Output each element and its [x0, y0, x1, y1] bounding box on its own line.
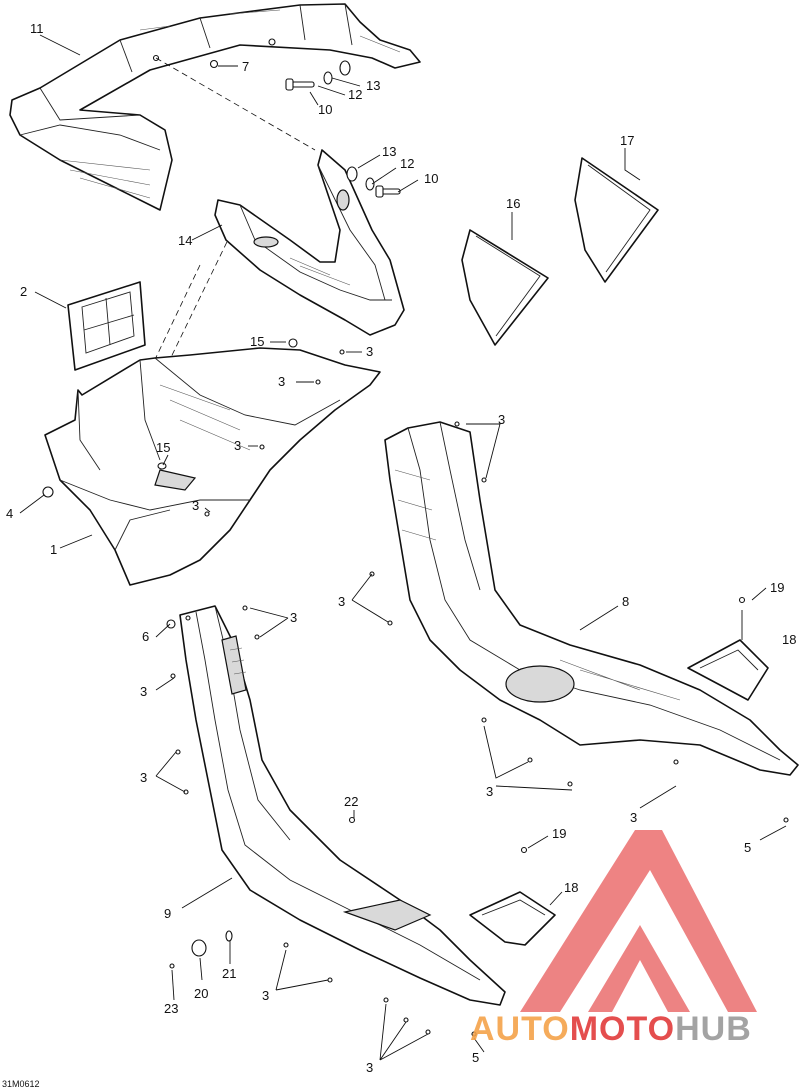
callout-4: 4	[6, 506, 13, 521]
callout-9: 9	[164, 906, 171, 921]
part-16-panel	[461, 229, 549, 346]
watermark-inner-mark	[588, 925, 690, 1012]
watermark-logo	[520, 830, 757, 1012]
callout-11: 11	[30, 21, 44, 36]
callout-3: 3	[262, 988, 269, 1003]
callout-19: 19	[552, 826, 566, 841]
callout-5: 5	[472, 1050, 479, 1065]
part-17-panel	[574, 157, 659, 283]
leader-lines	[19, 34, 787, 1061]
part-1-lower-housing	[42, 338, 381, 586]
hardware-upper-screw-set	[285, 60, 351, 91]
callout-3: 3	[366, 344, 373, 359]
callout-6: 6	[142, 629, 149, 644]
callout-17: 17	[620, 133, 634, 148]
callout-14: 14	[178, 233, 192, 248]
callout-3: 3	[366, 1060, 373, 1075]
callout-16: 16	[506, 196, 520, 211]
callout-3: 3	[498, 412, 505, 427]
hardware-grommet-set	[169, 930, 233, 969]
callout-15: 15	[156, 440, 170, 455]
callout-10: 10	[424, 171, 438, 186]
callout-22: 22	[344, 794, 358, 809]
callout-19: 19	[770, 580, 784, 595]
part-8-right-lower-panel	[369, 421, 799, 823]
watermark-triangle	[520, 830, 757, 1012]
assembly-dashed-lines	[149, 57, 316, 381]
callout-3: 3	[278, 374, 285, 389]
watermark-auto: AUTO	[470, 1010, 570, 1048]
part-11-upper-console	[9, 3, 421, 211]
hardware-mid-screw-set	[346, 166, 401, 198]
callout-3: 3	[338, 594, 345, 609]
watermark-wordmark: AUTOMOTOHUB	[470, 1010, 752, 1048]
diagram-code: 31M0612	[2, 1079, 40, 1089]
callout-8: 8	[622, 594, 629, 609]
callout-3: 3	[630, 810, 637, 825]
callout-23: 23	[164, 1001, 178, 1016]
svg-text:AUTOMOTOHUB: AUTOMOTOHUB	[470, 1010, 752, 1048]
watermark-hub: HUB	[675, 1010, 752, 1048]
callout-21: 21	[222, 966, 236, 981]
callout-13: 13	[366, 78, 380, 93]
callout-20: 20	[194, 986, 208, 1001]
callout-3: 3	[140, 684, 147, 699]
callout-7: 7	[242, 59, 249, 74]
part-2-gasket	[67, 281, 146, 371]
callout-labels: 11 7 13 12 10 13 12 10 14 17 16 2 15 3 3…	[6, 21, 796, 1075]
part-9-left-rail	[166, 605, 506, 1037]
part-18-upper-clip	[687, 596, 769, 701]
part-18-lower-clip	[469, 846, 556, 946]
callout-18: 18	[564, 880, 578, 895]
part-14-support-bracket	[214, 149, 405, 336]
callout-2: 2	[20, 284, 27, 299]
callout-5: 5	[744, 840, 751, 855]
callout-1: 1	[50, 542, 57, 557]
callout-12: 12	[348, 87, 362, 102]
callout-15: 15	[250, 334, 264, 349]
callout-3: 3	[192, 498, 199, 513]
callout-13: 13	[382, 144, 396, 159]
callout-12: 12	[400, 156, 414, 171]
callout-18: 18	[782, 632, 796, 647]
callout-3: 3	[486, 784, 493, 799]
callout-3: 3	[140, 770, 147, 785]
callout-10: 10	[318, 102, 332, 117]
watermark-moto: MOTO	[570, 1010, 675, 1048]
callout-3: 3	[290, 610, 297, 625]
callout-3: 3	[234, 438, 241, 453]
